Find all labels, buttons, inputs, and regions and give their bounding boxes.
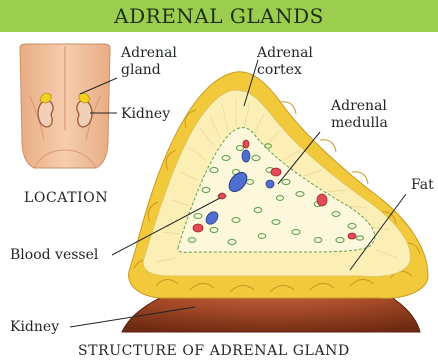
location-caption: LOCATION [24,190,108,206]
label-fat: Fat [411,177,434,193]
inset-kidney-right [77,100,92,127]
label-kidney-main: Kidney [10,319,59,335]
label-blood-vessel: Blood vessel [10,247,99,263]
label-inset-kidney: Kidney [121,106,170,122]
torso-figure [20,44,110,168]
structure-caption: STRUCTURE OF ADRENAL GLAND [78,343,350,359]
inset-kidney-left [38,100,53,127]
